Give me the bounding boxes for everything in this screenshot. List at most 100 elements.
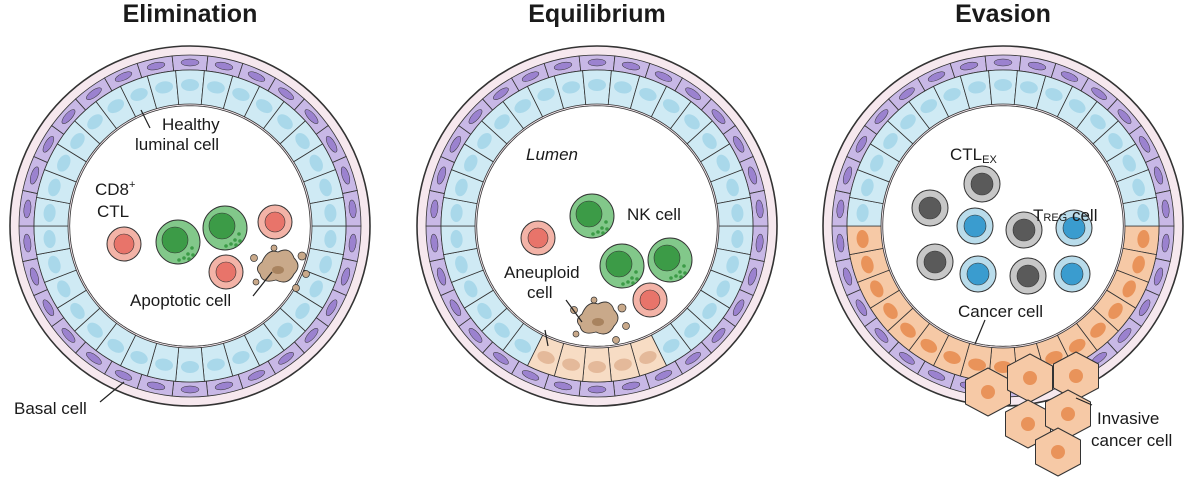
luminal-cell-nucleus (943, 88, 961, 101)
luminal-cell-nucleus (883, 132, 898, 150)
luminal-cell-nucleus (324, 230, 337, 248)
basal-nucleus (247, 71, 266, 82)
cancer-cell-nucleus (883, 302, 898, 320)
ctlex-cell-2-nucleus (970, 172, 994, 196)
basal-nucleus (927, 370, 946, 381)
luminal-cell-nucleus (277, 322, 293, 338)
nk-granule (187, 257, 191, 261)
luminal-cell-nucleus (206, 81, 225, 94)
basal-nucleus (553, 381, 573, 391)
nk-granule (669, 276, 673, 280)
luminal-cell-nucleus (726, 255, 739, 274)
luminal-cell-nucleus (450, 230, 463, 248)
basal-nucleus (587, 58, 607, 67)
luminal-cell-nucleus (48, 178, 61, 197)
nk-granule (626, 280, 630, 284)
apoptotic-bleb (617, 303, 627, 313)
luminal-cell-nucleus (107, 99, 125, 114)
label-invasive-1: Invasive (1097, 409, 1159, 428)
invasive-nucleus (1069, 369, 1083, 383)
luminal-cell-nucleus (562, 81, 581, 94)
basal-nucleus (493, 352, 509, 365)
label-healthy-2: luminal cell (135, 135, 219, 154)
luminal-cell-nucleus (861, 178, 874, 197)
basal-nucleus (436, 267, 447, 286)
basal-nucleus (348, 233, 357, 253)
basal-nucleus (214, 381, 234, 391)
luminal-cell-nucleus (70, 302, 85, 320)
basal-nucleus (685, 352, 701, 365)
luminal-cell-nucleus (1090, 114, 1106, 130)
luminal-cell-nucleus (870, 154, 884, 172)
lumen-cells (106, 165, 1099, 477)
basal-nucleus (1153, 267, 1164, 286)
luminal-cell-nucleus (639, 88, 657, 101)
treg-cell-1-nucleus (963, 214, 987, 238)
luminal-cell-nucleus (295, 302, 310, 320)
basal-nucleus (23, 199, 32, 219)
nk-granule (191, 253, 195, 257)
nk-granule (601, 231, 605, 235)
apoptotic-bleb (250, 254, 258, 262)
nk-nucleus (208, 212, 236, 240)
ctlex-cell-1-nucleus (918, 196, 942, 220)
basal-nucleus (180, 58, 200, 67)
leader-basal (99, 381, 125, 403)
aneuploid-cell-nucleus (613, 358, 632, 371)
leader-apoptotic (252, 271, 273, 297)
basal-nucleus (621, 381, 641, 391)
invasive-nucleus (1021, 417, 1035, 431)
apoptotic-bleb (270, 244, 278, 252)
cancer-cell-nucleus (900, 322, 916, 338)
luminal-cell-nucleus (716, 280, 730, 298)
luminal-cell-nucleus (48, 255, 61, 274)
luminal-cell-nucleus (87, 114, 103, 130)
luminal-cell-nucleus (1132, 178, 1145, 197)
nk-granule (600, 226, 604, 230)
nk-nucleus (605, 250, 633, 278)
luminal-cell-nucleus (181, 79, 199, 91)
nk-granule (182, 256, 186, 260)
basal-nucleus (340, 267, 351, 286)
luminal-cell-nucleus (455, 178, 468, 197)
nk-granule (634, 270, 638, 274)
luminal-cell-nucleus (324, 204, 337, 222)
treg-cell-2-nucleus (966, 262, 990, 286)
cancer-cell-nucleus (943, 351, 961, 364)
luminal-cell-nucleus (181, 361, 199, 373)
cancer-cell-nucleus (1122, 280, 1136, 298)
ctl-nucleus (639, 289, 661, 311)
luminal-cell-nucleus (716, 154, 730, 172)
basal-nucleus (61, 328, 76, 343)
invasive-nucleus (1051, 445, 1065, 459)
basal-nucleus (146, 61, 166, 71)
luminal-cell-nucleus (1019, 81, 1038, 94)
basal-nucleus (493, 87, 509, 100)
basal-nucleus (836, 199, 845, 219)
luminal-cell-nucleus (900, 114, 916, 130)
basal-nucleus (836, 233, 845, 253)
apoptotic-bleb (572, 330, 580, 338)
duct-evasion (822, 45, 1184, 407)
apoptotic-bleb (292, 284, 300, 292)
nk-granule (233, 238, 237, 242)
basal-nucleus (1117, 109, 1132, 124)
basal-nucleus (180, 385, 200, 394)
basal-nucleus (874, 109, 889, 124)
label-ctlex: CTLEX (950, 145, 997, 166)
basal-nucleus (1117, 328, 1132, 343)
basal-nucleus (42, 136, 55, 153)
cancer-cell-nucleus (870, 280, 884, 298)
luminal-cell-nucleus (994, 79, 1012, 91)
basal-nucleus (621, 61, 641, 71)
nk-granule (683, 271, 687, 275)
nk-granule (604, 220, 608, 224)
nk-granule (679, 275, 683, 279)
luminal-cell-nucleus (477, 132, 492, 150)
ctl-nucleus (527, 227, 549, 249)
cancer-cell-nucleus (856, 230, 869, 248)
invasive-nucleus (1061, 407, 1075, 421)
nk-granule (238, 239, 242, 243)
basal-nucleus (747, 267, 758, 286)
basal-nucleus (553, 61, 573, 71)
